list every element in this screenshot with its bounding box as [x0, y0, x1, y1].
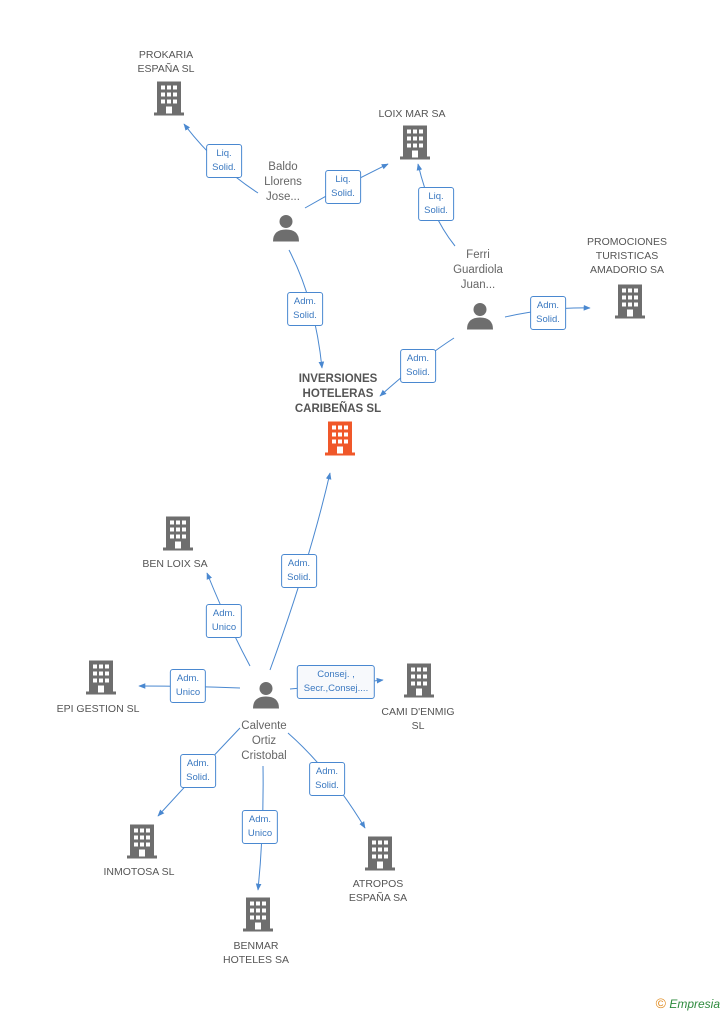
edge-label-ferri-promociones[interactable]: Adm. Solid. [530, 296, 566, 330]
building-icon [399, 124, 431, 165]
building-icon [364, 835, 396, 876]
building-icon [126, 823, 158, 864]
edge-label-ferri-loix[interactable]: Liq. Solid. [418, 187, 454, 221]
building-icon [85, 659, 117, 700]
edge-label-baldo-prokaria[interactable]: Liq. Solid. [206, 144, 242, 178]
node-label-baldo[interactable]: Baldo Llorens Jose... [264, 161, 302, 203]
node-label-main-company[interactable]: INVERSIONES HOTELERAS CARIBEÑAS SL [294, 373, 382, 415]
edge-label-calvente-benloix[interactable]: Adm. Unico [205, 604, 243, 638]
node-label-promociones[interactable]: PROMOCIONES TURISTICAS AMADORIO SA [587, 236, 667, 276]
edge-label-calvente-main[interactable]: Adm. Solid. [281, 554, 317, 588]
node-label-epi-gestion[interactable]: EPI GESTION SL [56, 703, 140, 715]
node-label-prokaria[interactable]: PROKARIA ESPAÑA SL [137, 49, 195, 75]
building-icon [153, 80, 185, 121]
edge-label-calvente-epi[interactable]: Adm. Unico [169, 669, 207, 703]
building-icon [242, 896, 274, 937]
node-label-ben-loix[interactable]: BEN LOIX SA [142, 558, 208, 570]
copyright-icon: © [655, 995, 666, 1011]
person-icon[interactable] [251, 680, 281, 715]
edge-label-calvente-benmar[interactable]: Adm. Unico [241, 810, 279, 844]
main-building-icon[interactable] [324, 420, 356, 461]
edge-label-calvente-inmotosa[interactable]: Adm. Solid. [180, 754, 216, 788]
node-label-benmar[interactable]: BENMAR HOTELES SA [223, 940, 289, 966]
edge-label-baldo-main[interactable]: Adm. Solid. [287, 292, 323, 326]
footer-brand: © Empresia [656, 995, 720, 1011]
edge-label-calvente-cami[interactable]: Consej. , Secr.,Consej.... [296, 665, 376, 699]
building-icon [614, 283, 646, 324]
edge-label-ferri-main[interactable]: Adm. Solid. [400, 349, 436, 383]
node-label-calvente[interactable]: Calvente Ortiz Cristobal [241, 720, 287, 762]
building-icon [403, 662, 435, 703]
edge-label-calvente-atropos[interactable]: Adm. Solid. [309, 762, 345, 796]
node-label-ferri[interactable]: Ferri Guardiola Juan... [453, 249, 503, 291]
brand-logo[interactable]: Empresia [669, 997, 720, 1011]
node-label-atropos[interactable]: ATROPOS ESPAÑA SA [348, 878, 408, 904]
person-icon[interactable] [271, 213, 301, 248]
node-label-cami[interactable]: CAMI D'ENMIG SL [381, 706, 455, 732]
node-label-inmotosa[interactable]: INMOTOSA SL [103, 866, 175, 878]
building-icon [162, 515, 194, 556]
node-label-loix-mar[interactable]: LOIX MAR SA [378, 108, 446, 120]
edge-label-baldo-loix[interactable]: Liq. Solid. [325, 170, 361, 204]
person-icon[interactable] [465, 301, 495, 336]
